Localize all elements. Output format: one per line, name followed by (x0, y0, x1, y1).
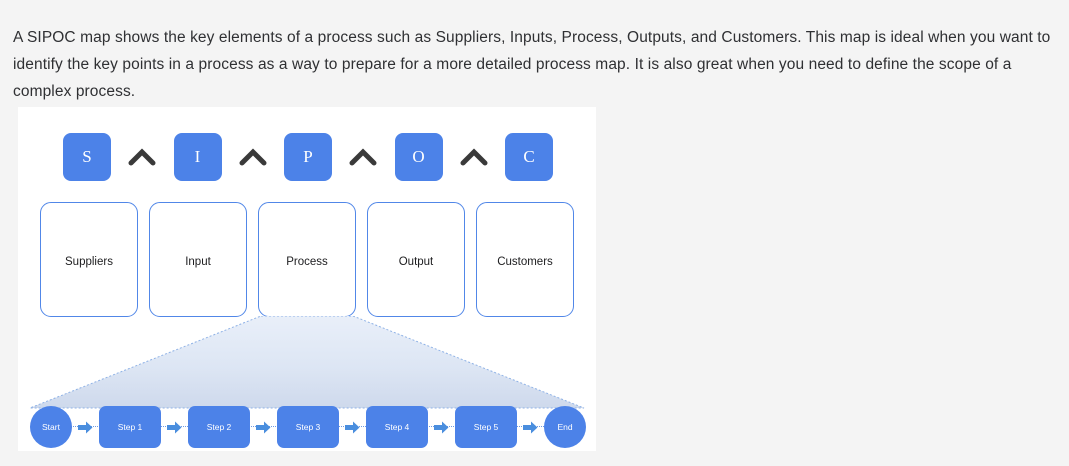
flow-node-step-4[interactable]: Step 4 (366, 406, 428, 448)
letter-tile-i-label: I (194, 147, 201, 166)
process-flow-row: Start Step 1 Step 2 (30, 404, 586, 450)
chevron-up-icon-1 (111, 133, 174, 181)
letter-tile-o[interactable]: O (394, 133, 443, 181)
letter-tile-o-label: O (412, 147, 425, 166)
flow-node-step-1[interactable]: Step 1 (99, 406, 161, 448)
flow-node-end[interactable]: End (544, 406, 586, 448)
sipoc-card-customers[interactable]: Customers (476, 202, 574, 317)
sipoc-card-process-label: Process (286, 255, 328, 268)
sipoc-card-input[interactable]: Input (149, 202, 247, 317)
sipoc-card-output[interactable]: Output (367, 202, 465, 317)
flow-node-end-label: End (557, 422, 573, 432)
sipoc-card-input-label: Input (185, 255, 211, 268)
arrow-right-icon-2 (166, 406, 183, 448)
sipoc-header-row: S I P O (63, 132, 553, 182)
flow-node-step-2-label: Step 2 (206, 422, 232, 432)
sipoc-card-suppliers-label: Suppliers (65, 255, 113, 268)
sipoc-card-row: Suppliers Input Process Output Customers (40, 202, 574, 317)
sipoc-card-suppliers[interactable]: Suppliers (40, 202, 138, 317)
chevron-up-icon-4 (443, 133, 506, 181)
arrow-right-icon-5 (433, 406, 450, 448)
letter-tile-p[interactable]: P (284, 133, 332, 181)
arrow-right-icon-1 (77, 406, 94, 448)
sipoc-card-process[interactable]: Process (258, 202, 356, 317)
flow-node-step-4-label: Step 4 (384, 422, 410, 432)
chevron-up-icon-2 (222, 133, 285, 181)
letter-tile-p-label: P (303, 147, 313, 166)
flow-node-start-label: Start (42, 422, 60, 432)
flow-node-step-5[interactable]: Step 5 (455, 406, 517, 448)
zoom-funnel-shape (29, 316, 585, 409)
chevron-up-icon-3 (332, 133, 395, 181)
flow-node-step-5-label: Step 5 (473, 422, 499, 432)
flow-node-step-1-label: Step 1 (117, 422, 143, 432)
letter-tile-s[interactable]: S (63, 133, 111, 181)
sipoc-card-customers-label: Customers (497, 255, 553, 268)
letter-tile-i[interactable]: I (173, 133, 222, 181)
flow-node-start[interactable]: Start (30, 406, 72, 448)
sipoc-card-output-label: Output (398, 255, 434, 268)
letter-tile-s-label: S (82, 147, 92, 166)
arrow-right-icon-6 (522, 406, 539, 448)
flow-node-step-3-label: Step 3 (295, 422, 321, 432)
flow-node-step-2[interactable]: Step 2 (188, 406, 250, 448)
flow-node-step-3[interactable]: Step 3 (277, 406, 339, 448)
flow-items: Start Step 1 Step 2 (30, 404, 586, 450)
letter-tile-c[interactable]: C (505, 133, 553, 181)
arrow-right-icon-4 (344, 406, 361, 448)
letter-tile-c-label: C (523, 147, 535, 166)
sipoc-diagram-panel: S I P O (18, 107, 596, 451)
arrow-right-icon-3 (255, 406, 272, 448)
intro-paragraph: A SIPOC map shows the key elements of a … (13, 28, 1051, 100)
